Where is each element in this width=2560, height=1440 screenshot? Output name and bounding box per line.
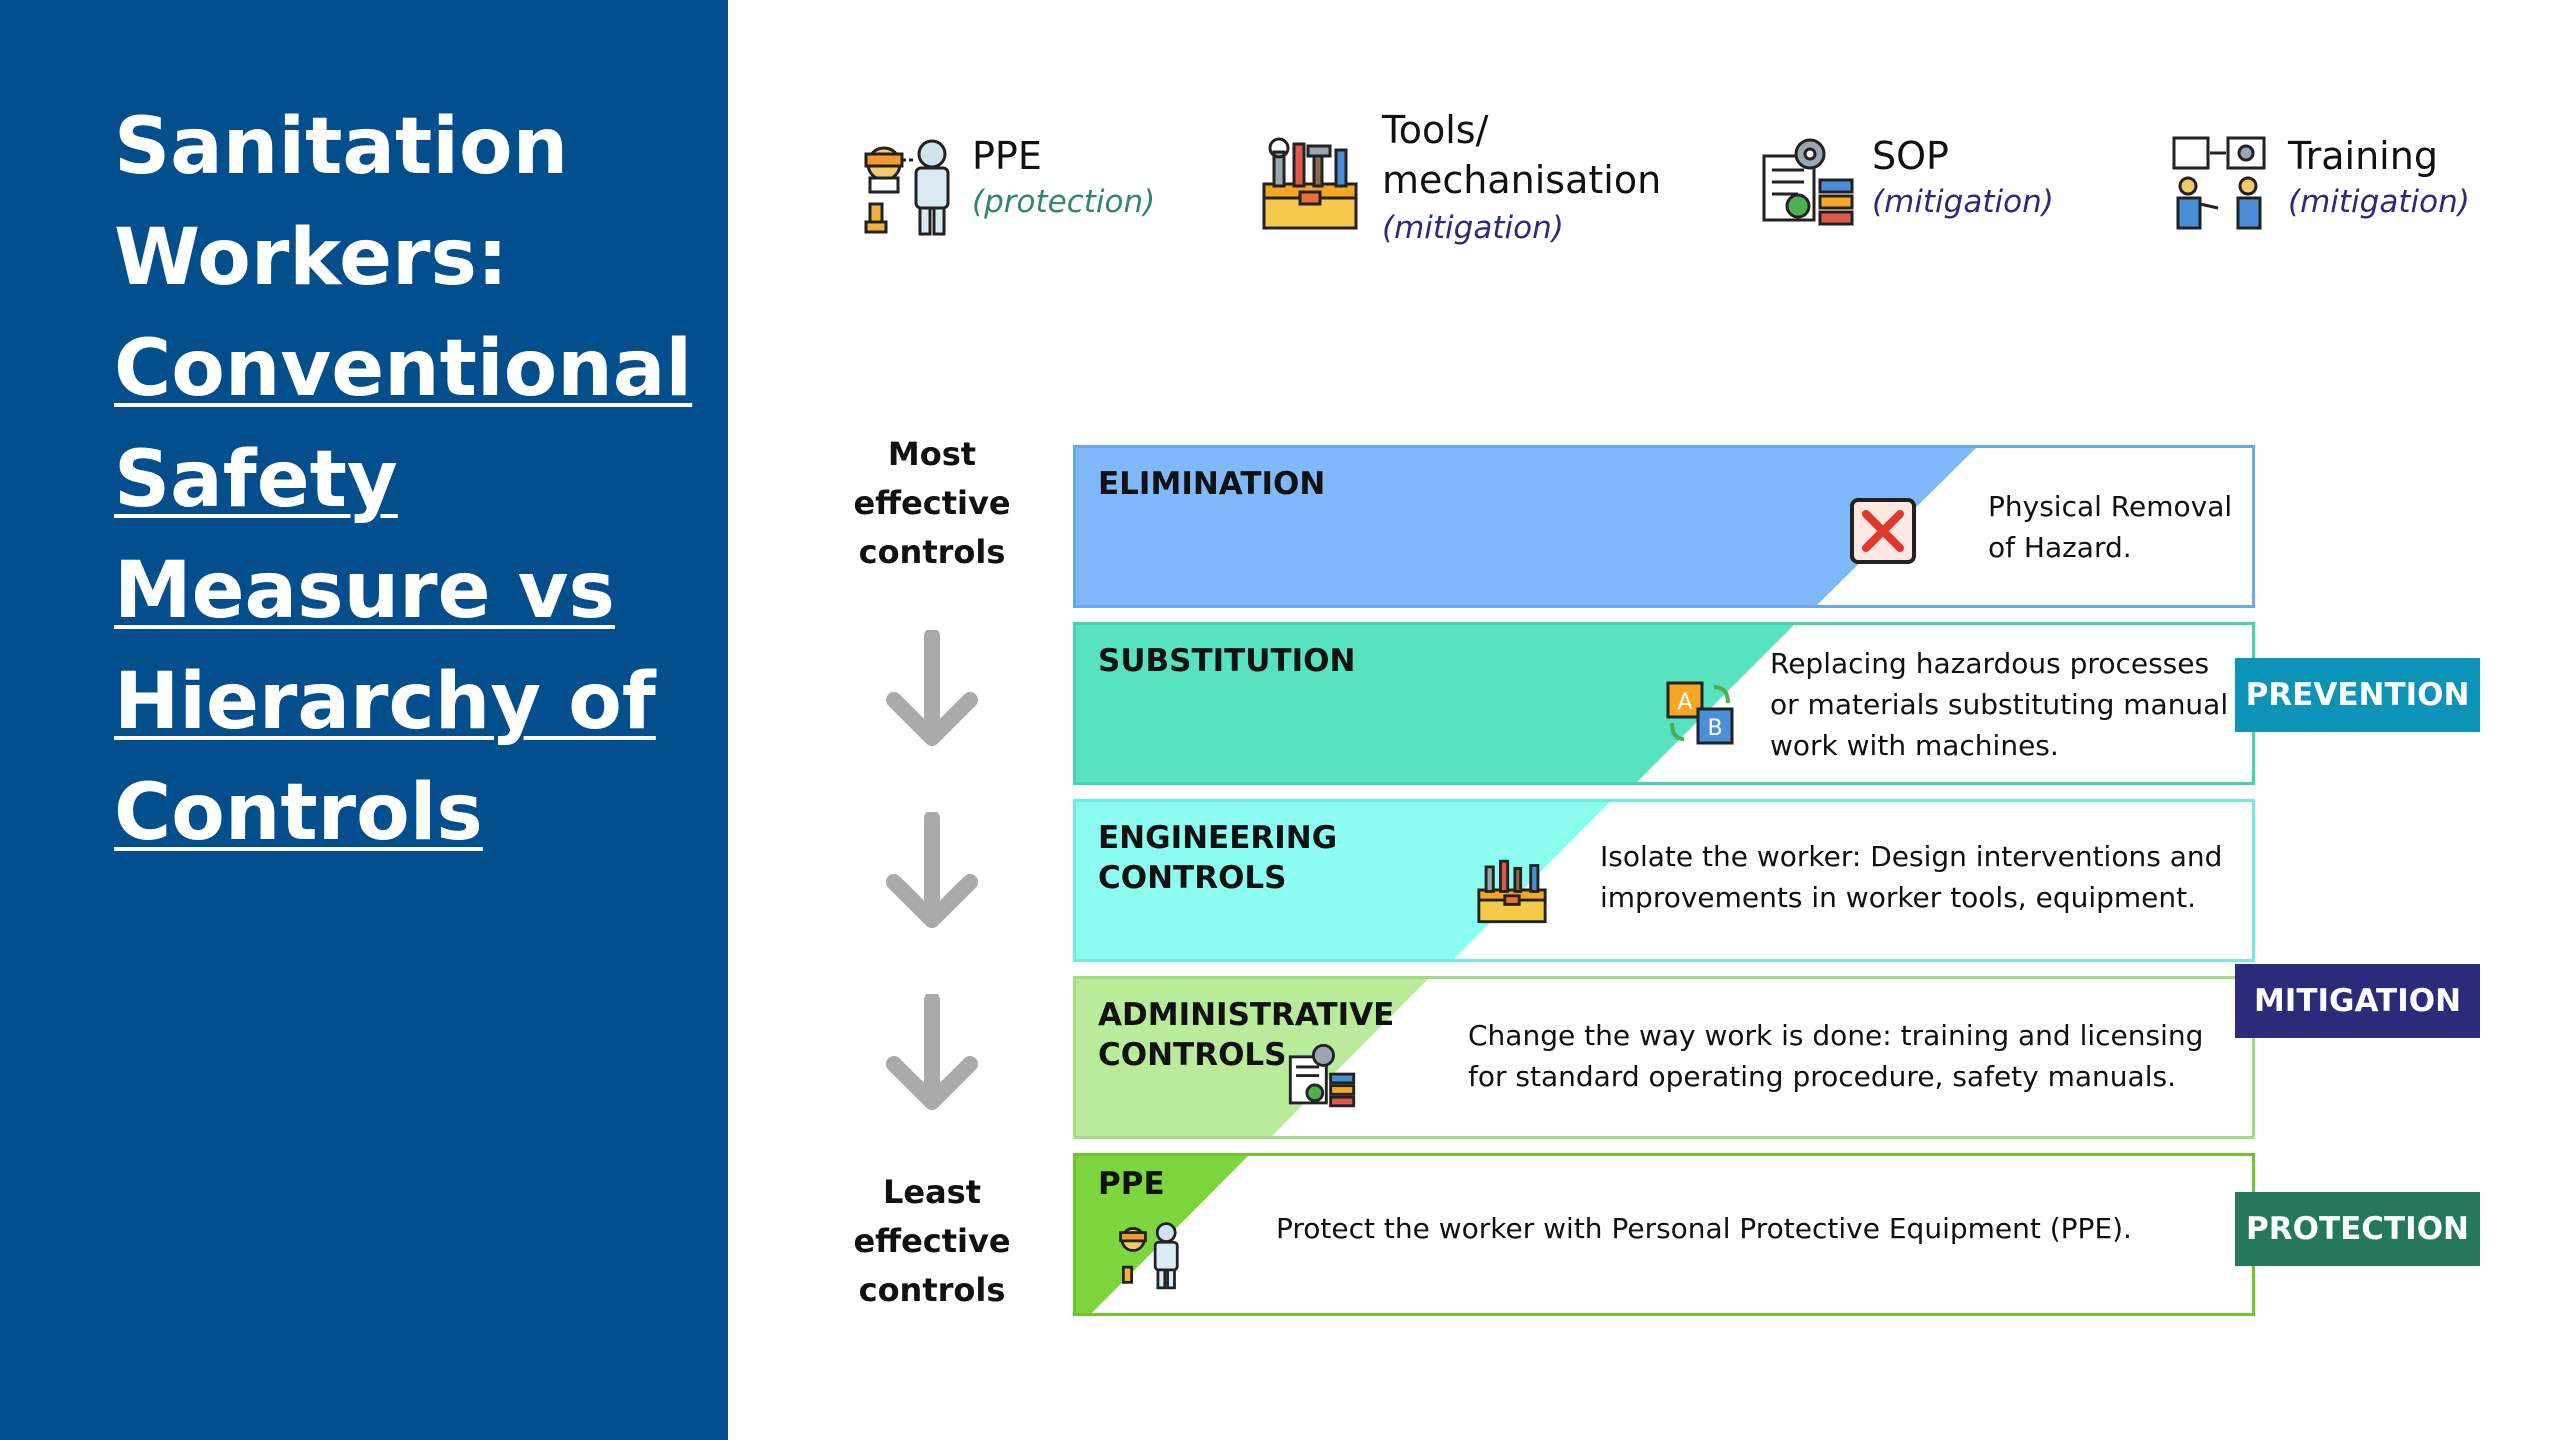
sidebar-panel: Sanitation Workers: Conventional Safety … [0,0,728,1440]
title-link-line-4[interactable]: Hierarchy of [114,657,656,747]
legend-ppe-name: PPE [972,134,1042,178]
row-desc-engineering: Isolate the worker: Design interventions… [1600,840,2223,914]
legend-sop-sub: (mitigation) [1872,184,2054,220]
row-label-engineering: ENGINEERING CONTROLS [1098,820,1338,896]
title-line-1: Sanitation [114,102,569,192]
row-label-substitution: SUBSTITUTION [1098,643,1356,679]
substitution-icon: A B [1666,681,1734,745]
legend-sop-name: SOP [1872,134,1949,178]
ppe-worker-icon [1119,1222,1179,1290]
least-effective-label: Least effective controls [832,1168,1032,1315]
sop-document-icon [1288,1043,1356,1108]
hierarchy-row-elimination: ELIMINATION Physical Removal of Hazard. [1073,445,2255,608]
most-line-1: Most [887,435,977,473]
toolbox-icon [1477,859,1547,924]
sop-document-icon [1762,138,1854,226]
training-icon [2172,136,2266,230]
legend-tools-name: Tools/ [1382,108,1489,152]
most-line-3: controls [858,533,1006,571]
legend-tools-name-2: mechanisation [1382,158,1662,202]
least-line-3: controls [858,1271,1006,1309]
toolbox-icon [1262,137,1358,230]
hierarchy-row-administrative: ADMINISTRATIVE CONTROLS Change the way w… [1073,976,2255,1139]
category-badge-mitigation: MITIGATION [2235,964,2480,1038]
most-line-2: effective [853,484,1011,522]
row-label-administrative: ADMINISTRATIVE CONTROLS [1098,997,1395,1073]
title-link-line-1[interactable]: Conventional [114,324,693,414]
row-label-elimination: ELIMINATION [1098,466,1326,502]
row-desc-administrative: Change the way work is done: training an… [1468,1019,2204,1093]
least-line-1: Least [882,1173,982,1211]
title-line-2: Workers: [114,213,509,303]
category-badge-protection: PROTECTION [2235,1192,2480,1266]
legend-tools-sub: (mitigation) [1382,210,1564,246]
legend-ppe: PPE (protection) [860,120,1180,240]
svg-text:B: B [1707,716,1722,741]
legend-tools: Tools/ mechanisation (mitigation) [1260,104,1680,254]
down-arrow-icon [886,994,978,1110]
legend-training-name: Training [2288,134,2438,178]
category-badge-prevention: PREVENTION [2235,658,2480,732]
legend-sop: SOP (mitigation) [1758,120,2078,240]
legend-training-sub: (mitigation) [2288,184,2470,220]
hierarchy-row-engineering: ENGINEERING CONTROLS Isolate the worker:… [1073,799,2255,962]
svg-text:A: A [1677,690,1692,715]
row-desc-substitution: Replacing hazardous processes or materia… [1770,647,2229,762]
page-title: Sanitation Workers: Conventional Safety … [114,92,714,869]
row-desc-elimination: Physical Removal of Hazard. [1988,490,2233,564]
least-line-2: effective [853,1222,1011,1260]
down-arrow-icon [886,630,978,746]
hierarchy-row-substitution: SUBSTITUTION A B Replacing hazardous pro… [1073,622,2255,785]
title-link-line-5[interactable]: Controls [114,768,483,858]
title-link-line-2[interactable]: Safety [114,435,398,525]
remove-hazard-icon [1850,498,1916,564]
ppe-worker-icon [864,139,950,236]
row-label-ppe: PPE [1098,1166,1165,1202]
hierarchy-row-ppe: PPE Protect the worker with Personal Pro… [1073,1153,2255,1316]
down-arrow-icon [886,812,978,928]
row-desc-ppe: Protect the worker with Personal Protect… [1276,1212,2132,1245]
legend-ppe-sub: (protection) [972,184,1156,220]
title-link-line-3[interactable]: Measure vs [114,546,615,636]
most-effective-label: Most effective controls [832,430,1032,577]
legend-training: Training (mitigation) [2170,120,2510,240]
